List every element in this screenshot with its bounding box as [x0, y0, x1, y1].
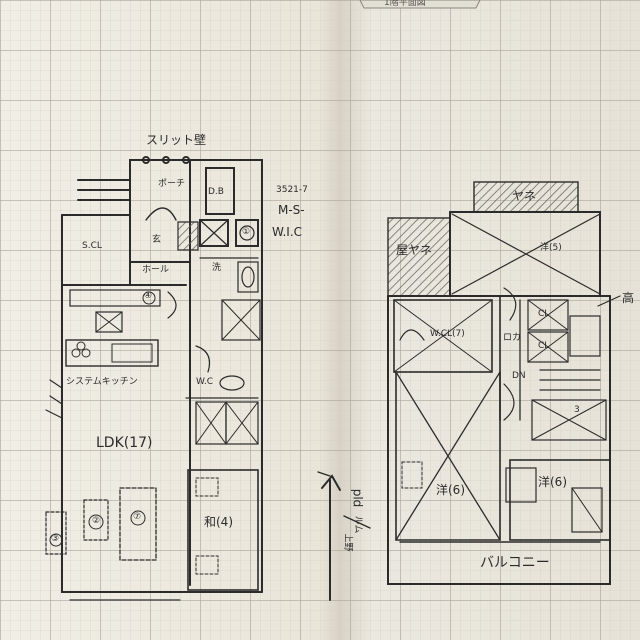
label-num2: ② — [92, 516, 101, 526]
label-cl-a: CL — [538, 309, 550, 319]
margin-note-2: ルム — [352, 515, 363, 534]
label-db: D.B — [208, 187, 224, 197]
label-cl-b: CL — [538, 341, 550, 351]
label-num3: ③ — [51, 534, 60, 544]
right-floor-plan — [387, 181, 621, 585]
label-wash: 洗 — [212, 263, 222, 273]
label-porch: ポーチ — [158, 179, 186, 189]
label-washitsu: 和(4) — [204, 515, 233, 529]
label-kitchen: システムキッチン — [66, 377, 138, 387]
label-wcl: W.CL(7) — [430, 329, 465, 339]
label-note-ms: M-S- — [278, 203, 305, 217]
label-note-dims: 3521-7 — [276, 185, 308, 195]
label-corridor: ロカ — [503, 333, 522, 343]
label-dn: DN — [512, 371, 526, 381]
label-western-top: 洋(5) — [540, 243, 562, 253]
label-slit-wall: スリット壁 — [146, 133, 207, 147]
label-note-wic: W.I.C — [272, 225, 303, 239]
margin-annotation — [317, 471, 371, 601]
label-hall: ホール — [142, 265, 170, 275]
label-wc: W.C — [196, 377, 214, 387]
label-taka: 高 — [622, 291, 635, 305]
label-roof-top: ヤネ — [512, 189, 537, 203]
label-num7: ⑦ — [133, 512, 142, 522]
label-western-right: 洋(6) — [538, 475, 567, 489]
label-num1: ① — [242, 227, 251, 237]
label-scl: S.CL — [82, 241, 102, 251]
label-western-bottom: 洋(6) — [436, 483, 465, 497]
label-side-note: 3 — [574, 405, 580, 415]
label-entrance: 玄 — [152, 235, 162, 245]
margin-note-3: 上野 — [342, 533, 353, 552]
label-ldk: LDK(17) — [96, 435, 153, 451]
label-balcony: バルコニー — [480, 555, 550, 571]
paper-header: 1階平面図 — [384, 0, 426, 8]
margin-note-1: pld — [350, 488, 365, 508]
label-roof-left: 屋ヤネ — [396, 243, 433, 257]
left-floor-plan — [45, 156, 263, 601]
label-num4: ④ — [144, 291, 153, 301]
